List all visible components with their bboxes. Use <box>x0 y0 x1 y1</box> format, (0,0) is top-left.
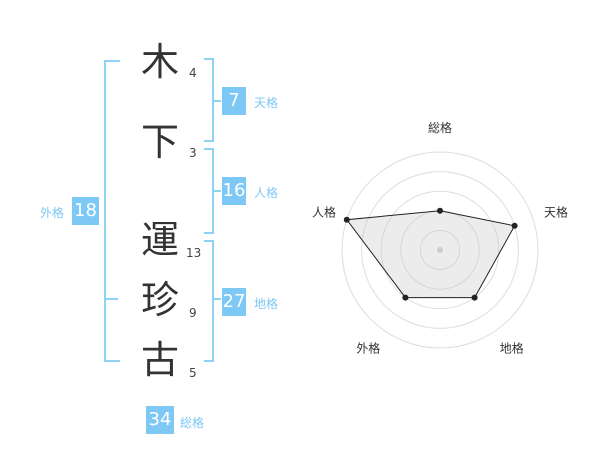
radar-point <box>471 294 478 301</box>
stroke-count-4: 9 <box>189 306 197 320</box>
radar-axis-label: 外格 <box>356 341 380 356</box>
chikaku-bracket <box>204 240 214 362</box>
jinkaku-badge: 16 <box>222 177 246 205</box>
radar-axis-label: 地格 <box>500 341 524 356</box>
radar-grid-ring <box>341 151 539 349</box>
name-char-1: 木 <box>140 40 179 84</box>
radar-value-area <box>345 210 516 299</box>
stroke-count-2: 3 <box>189 146 197 160</box>
radar-axis-label: 人格 <box>312 204 336 219</box>
jinkaku-label: 人格 <box>254 186 279 200</box>
radar-grid-ring <box>361 171 519 329</box>
name-char-3: 運 <box>140 218 179 262</box>
name-char-5: 古 <box>140 338 179 382</box>
tenkaku-label: 天格 <box>254 96 279 110</box>
radar-point <box>437 207 443 214</box>
gaikaku-bracket <box>104 60 120 362</box>
soukaku-label: 総格 <box>180 416 205 430</box>
radar-axis-label: 総格 <box>428 120 452 135</box>
radar-grid-ring <box>419 229 461 271</box>
radar-point <box>511 222 518 229</box>
chikaku-badge: 27 <box>222 288 246 316</box>
tenkaku-connector <box>214 100 221 102</box>
stroke-count-1: 4 <box>189 66 197 80</box>
radar-center <box>437 247 443 253</box>
gaikaku-middle-tick <box>106 298 118 300</box>
radar-grid-ring <box>380 190 500 310</box>
stroke-count-5: 5 <box>189 366 197 380</box>
name-char-2: 下 <box>140 120 179 164</box>
radar-point <box>343 216 350 223</box>
radar-point <box>402 294 409 301</box>
jinkaku-bracket <box>204 148 214 234</box>
radar-axis-label: 天格 <box>544 204 568 219</box>
tenkaku-badge: 7 <box>222 87 246 115</box>
gaikaku-badge: 18 <box>72 197 99 225</box>
tenkaku-bracket <box>204 58 214 142</box>
chikaku-connector <box>214 298 221 300</box>
name-char-4: 珍 <box>140 278 179 322</box>
soukaku-badge: 34 <box>146 406 174 434</box>
jinkaku-connector <box>214 190 221 192</box>
chikaku-label: 地格 <box>254 297 279 311</box>
gaikaku-label: 外格 <box>40 206 65 220</box>
stroke-count-3: 13 <box>186 246 202 260</box>
